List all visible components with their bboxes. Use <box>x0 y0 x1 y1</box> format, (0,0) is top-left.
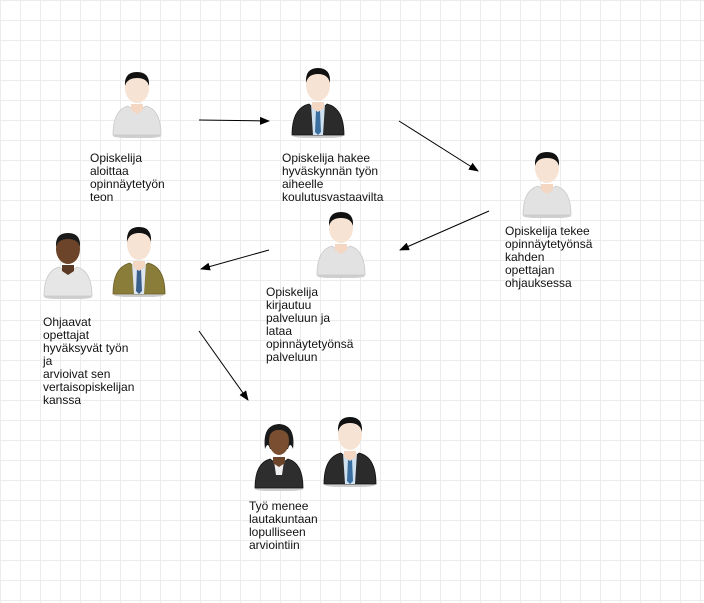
arrow-5-to-6 <box>198 330 249 401</box>
step-1-label: Opiskelija aloittaa opinnäytetyön teon <box>90 151 165 204</box>
arrow-3-to-4 <box>399 210 490 251</box>
student-icon <box>314 206 368 278</box>
peer-student-icon <box>41 227 95 299</box>
step-3-label: Opiskelija tekee opinnäytetyönsä kahden … <box>505 224 593 290</box>
businessman-icon <box>322 411 378 487</box>
arrow-2-to-3 <box>398 120 479 172</box>
step-5-label: Ohjaavat opettajat hyväksyvät työn ja ar… <box>43 315 135 407</box>
arrow-4-to-5 <box>200 249 270 271</box>
businesswoman-icon <box>252 419 306 491</box>
student-icon <box>520 146 574 218</box>
businessman-icon <box>290 62 346 138</box>
step-2-label: Opiskelija hakee hyväskynnän työn aiheel… <box>282 151 384 204</box>
step-6-label: Työ menee lautakuntaan lopulliseen arvio… <box>249 499 318 552</box>
step-4-label: Opiskelija kirjautuu palveluun ja lataa … <box>266 285 354 364</box>
student-icon <box>110 66 164 138</box>
arrow-1-to-2 <box>198 116 270 125</box>
teacher-icon <box>111 221 167 297</box>
